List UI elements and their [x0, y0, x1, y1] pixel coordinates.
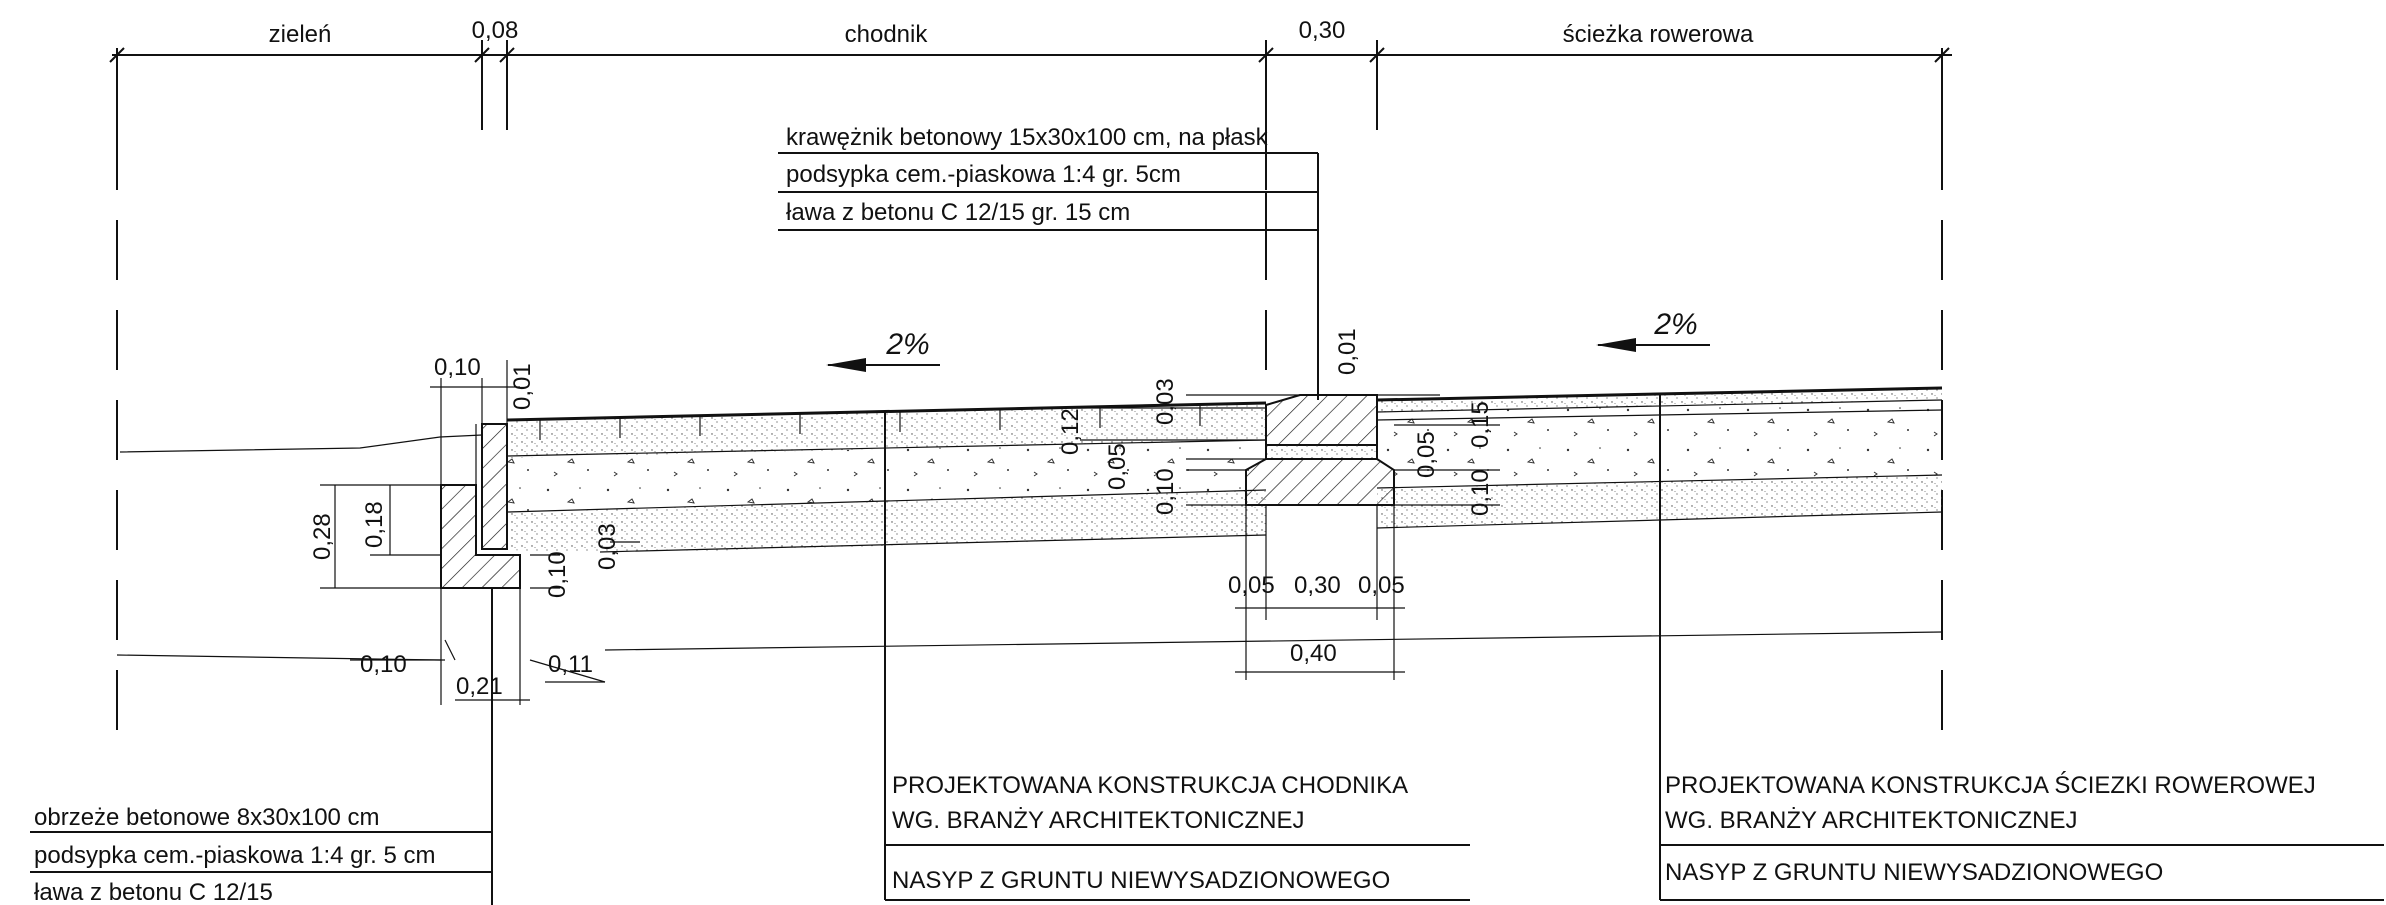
slope-chodnik: 2%: [885, 328, 929, 361]
curb-label-2: podsypka cem.-piaskowa 1:4 gr. 5cm: [786, 161, 1181, 188]
edging-label-2: podsypka cem.-piaskowa 1:4 gr. 5 cm: [34, 842, 436, 869]
edge-dim-028: 0,28: [309, 513, 336, 560]
curb-dim-010-right: 0,10: [1467, 469, 1494, 516]
edge-dim-001: 0,01: [509, 363, 536, 410]
embankment-line: [116, 631, 1943, 661]
edge-dim-010-bottom: 0,10: [360, 651, 407, 678]
edging-dimensions: [320, 360, 640, 705]
edging-label-table: [30, 831, 492, 873]
curb-dim-bottom-040: 0,40: [1290, 640, 1337, 667]
edge-dim-021: 0,21: [456, 673, 503, 700]
note-chodnik-2: WG. BRANŻY ARCHITEKTONICZNEJ: [892, 807, 1305, 834]
header-width-030: 0,30: [1299, 17, 1346, 44]
note-rower-3: NASYP Z GRUNTU NIEWYSADZIONOWEGO: [1665, 859, 2163, 886]
edge-dim-018: 0,18: [361, 501, 388, 548]
note-rower-2: WG. BRANŻY ARCHITEKTONICZNEJ: [1665, 807, 2078, 834]
curb-dim-bottom-030: 0,30: [1294, 572, 1341, 599]
slope-arrow-chodnik: [826, 358, 940, 372]
curb-label-table: [778, 152, 1319, 400]
edge-dim-003: 0,03: [594, 523, 621, 570]
edge-dim-010-top: 0,10: [434, 354, 481, 381]
notes-rower-lines: [1660, 844, 2384, 901]
terrain-line: [119, 434, 483, 453]
edge-dim-011: 0,11: [548, 651, 593, 678]
curb-dim-012: 0,12: [1057, 408, 1084, 455]
header-zielen: zieleń: [269, 21, 332, 48]
curb-label-3: ława z betonu C 12/15 gr. 15 cm: [786, 199, 1130, 226]
notes-chodnik-lines: [885, 844, 1470, 901]
curb-dim-bottom-005-right: 0,05: [1358, 572, 1405, 599]
slope-arrow-sciezka: [1596, 338, 1710, 352]
curb-element: [1245, 394, 1395, 506]
edging-label-1: obrzeże betonowe 8x30x100 cm: [34, 804, 380, 831]
curb-label-1: krawężnik betonowy 15x30x100 cm, na płas…: [786, 124, 1269, 151]
note-chodnik-3: NASYP Z GRUNTU NIEWYSADZIONOWEGO: [892, 867, 1390, 894]
bikepath-structure: [1376, 386, 1943, 900]
curb-dim-015: 0,15: [1467, 401, 1494, 448]
note-rower-1: PROJEKTOWANA KONSTRUKCJA ŚCIEZKI ROWEROW…: [1665, 771, 2316, 799]
edge-dim-010-v: 0,10: [544, 551, 571, 598]
top-dimension-line: [109, 40, 1952, 130]
slope-sciezka: 2%: [1653, 308, 1697, 341]
header-sciezka: ścieżka rowerowa: [1563, 21, 1754, 48]
note-chodnik-1: PROJEKTOWANA KONSTRUKCJA CHODNIKA: [892, 772, 1408, 799]
edging-element: [440, 423, 521, 589]
curb-dim-005-right: 0,05: [1413, 431, 1440, 478]
curb-dim-005: 0,05: [1104, 443, 1131, 490]
curb-dim-010: 0,10: [1152, 468, 1179, 515]
edging-label-3: ława z betonu C 12/15: [34, 879, 273, 905]
sidewalk-structure: [506, 401, 1267, 900]
curb-dim-bottom-005-left: 0,05: [1228, 572, 1275, 599]
curb-dim-003: 0,03: [1152, 378, 1179, 425]
header-width-008: 0,08: [472, 17, 519, 44]
curb-dim-001: 0,01: [1334, 328, 1361, 375]
header-chodnik: chodnik: [845, 21, 929, 48]
curb-dimensions: [1070, 394, 1500, 680]
